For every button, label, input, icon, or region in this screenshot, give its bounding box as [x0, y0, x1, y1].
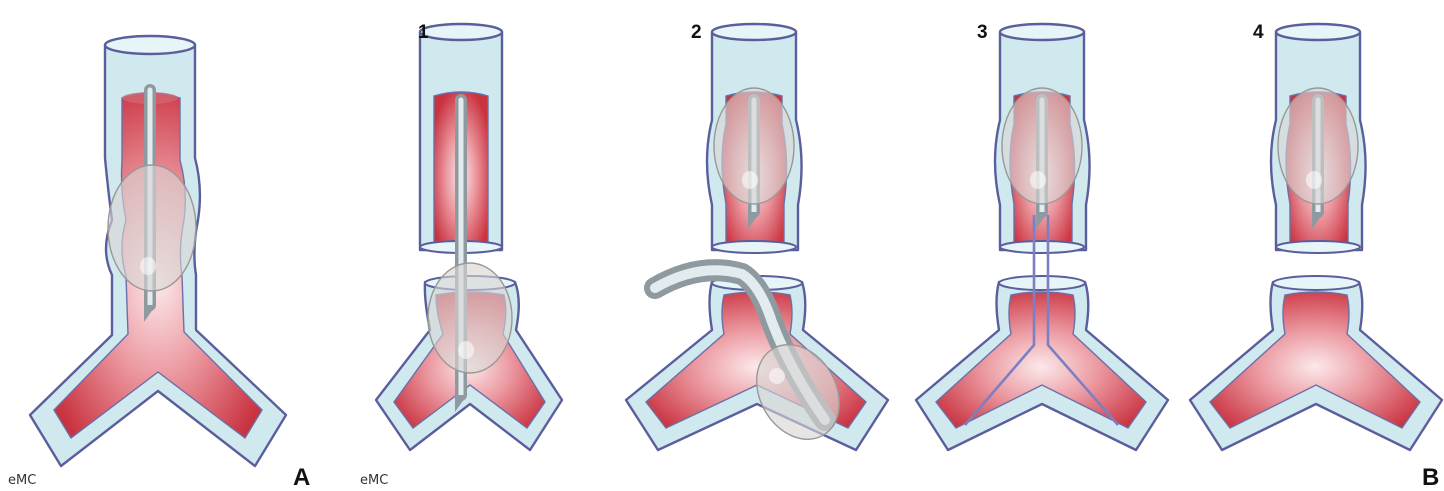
step-label-3: 3 — [977, 22, 988, 43]
panel-3: 3 — [916, 22, 1168, 450]
vessel-lower-bifurcation — [1190, 276, 1442, 450]
figure-label-b: B — [1422, 464, 1439, 491]
panel-1: 1 eMC — [360, 22, 562, 488]
emc-credit: eMC — [8, 473, 36, 488]
panel-a: A eMC — [8, 36, 310, 491]
step-label-1: 1 — [418, 22, 429, 43]
vessel-lower-bifurcation — [916, 276, 1168, 450]
figure-label-a: A — [293, 464, 310, 491]
step-label-2: 2 — [691, 22, 702, 43]
emc-credit: eMC — [360, 473, 388, 488]
step-label-4: 4 — [1253, 22, 1264, 43]
panel-4: 4 B — [1190, 22, 1442, 491]
panel-2: 2 — [626, 22, 888, 454]
